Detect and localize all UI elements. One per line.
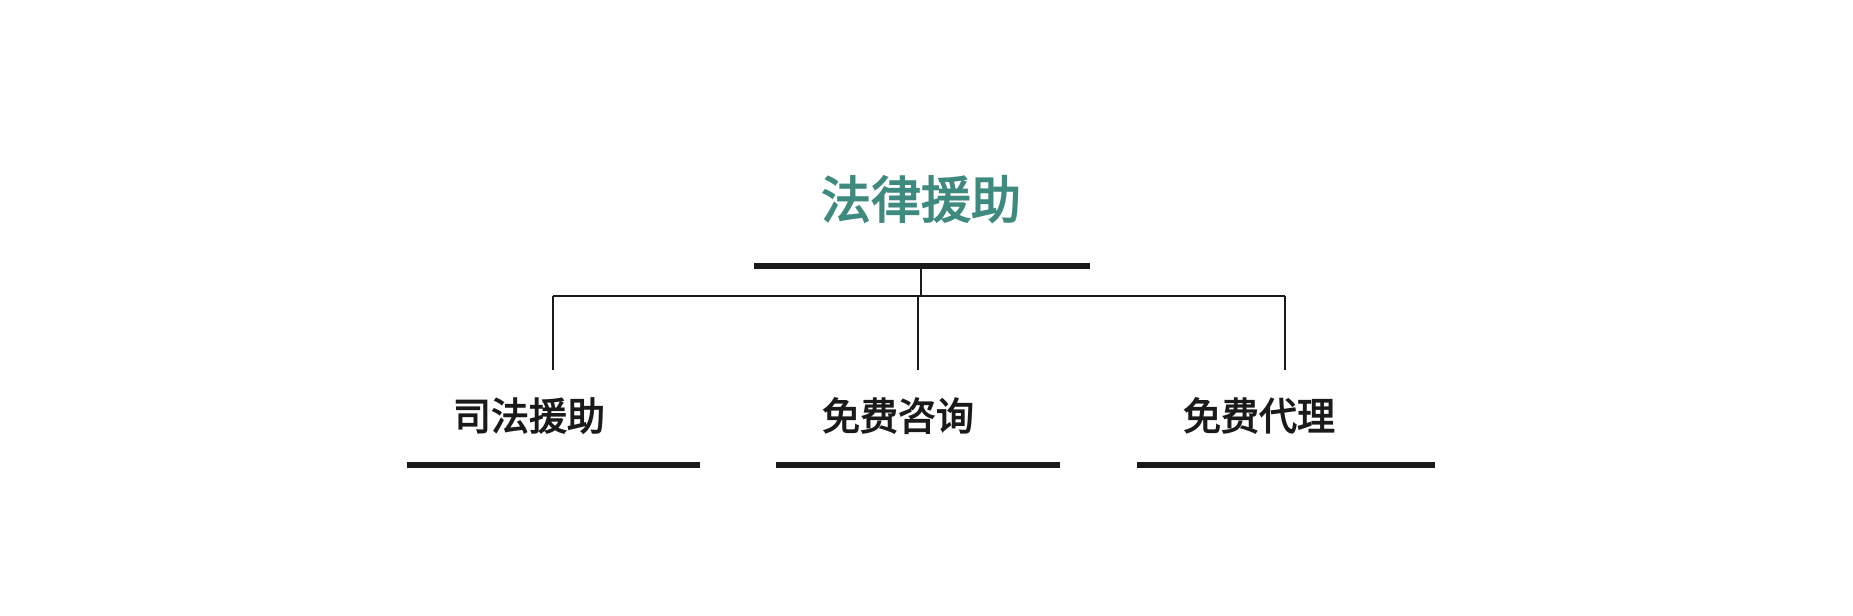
root-title: 法律援助 <box>821 172 1021 230</box>
child-title-free-consultation: 免费咨询 <box>822 395 974 439</box>
root-underline <box>754 263 1090 269</box>
child-title-judicial-aid: 司法援助 <box>453 395 605 439</box>
child-node-judicial-aid: 司法援助 <box>407 395 700 468</box>
child-title-free-representation: 免费代理 <box>1183 395 1335 439</box>
root-node: 法律援助 <box>754 172 1090 269</box>
child-underline-free-consultation <box>776 462 1060 468</box>
child-node-free-representation: 免费代理 <box>1137 395 1435 468</box>
child-underline-free-representation <box>1137 462 1435 468</box>
child-underline-judicial-aid <box>407 462 700 468</box>
child-node-free-consultation: 免费咨询 <box>776 395 1060 468</box>
connector-lines <box>552 269 1286 370</box>
